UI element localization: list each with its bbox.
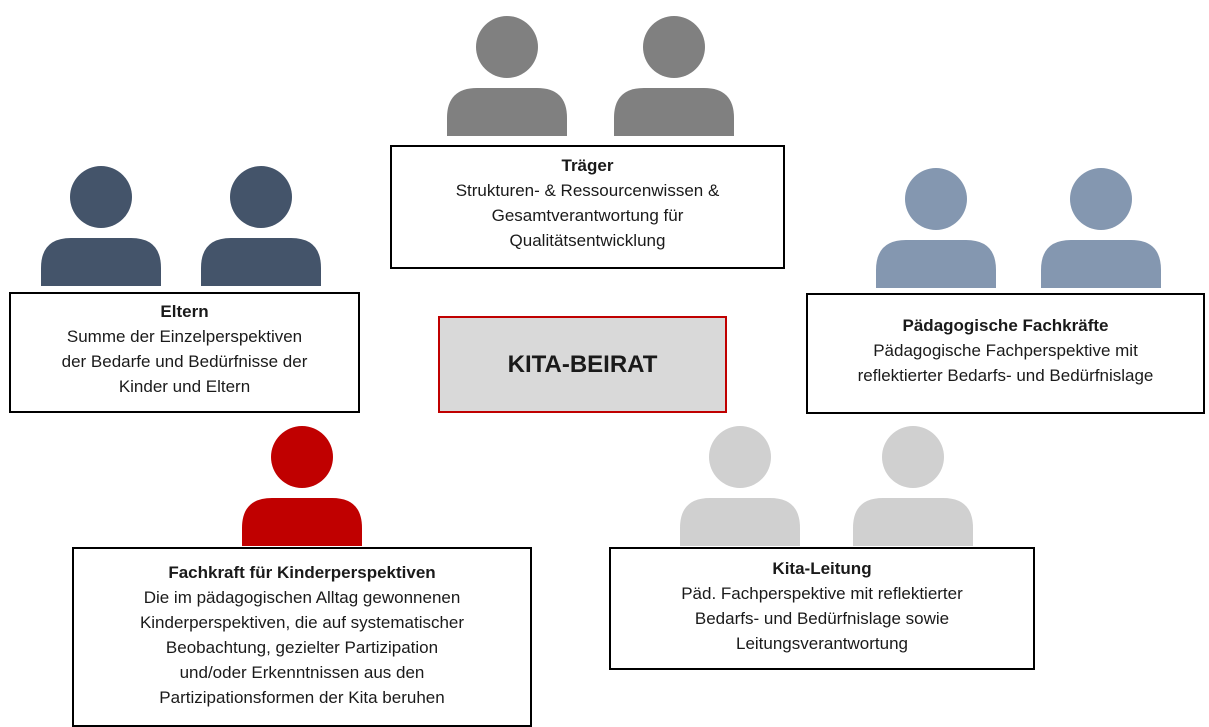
eltern-description: Summe der Einzelperspektiven der Bedarfe… xyxy=(61,327,308,396)
leitung-box: Kita-Leitung Päd. Fachperspektive mit re… xyxy=(609,547,1035,670)
traeger-description: Strukturen- & Ressourcenwissen & Gesamtv… xyxy=(455,181,720,250)
kinderperspektiven-box: Fachkraft für Kinderperspektiven Die im … xyxy=(72,547,532,727)
leitung-person-icon-2 xyxy=(853,424,973,546)
fachkraefte-person-icon-1 xyxy=(876,166,996,288)
fachkraefte-box: Pädagogische Fachkräfte Pädagogische Fac… xyxy=(806,293,1205,414)
eltern-person-icon-2 xyxy=(201,164,321,286)
kita-beirat-label: KITA-BEIRAT xyxy=(507,350,658,378)
fachkraefte-person-icon-2 xyxy=(1041,166,1161,288)
leitung-person-icon-1 xyxy=(680,424,800,546)
fachkraefte-title: Pädagogische Fachkräfte xyxy=(902,316,1109,335)
eltern-title: Eltern xyxy=(160,302,209,321)
traeger-person-icon-1 xyxy=(447,14,567,136)
fachkraefte-description: Pädagogische Fachperspektive mit reflekt… xyxy=(857,341,1154,385)
kita-beirat-center-box: KITA-BEIRAT xyxy=(438,316,727,413)
eltern-box: Eltern Summe der Einzelperspektiven der … xyxy=(9,292,360,413)
traeger-box: Träger Strukturen- & Ressourcenwissen & … xyxy=(390,145,785,269)
traeger-title: Träger xyxy=(561,156,614,175)
leitung-description: Päd. Fachperspektive mit reflektierter B… xyxy=(681,584,963,653)
kinderperspektiven-description: Die im pädagogischen Alltag gewonnenen K… xyxy=(139,588,465,707)
eltern-person-icon-1 xyxy=(41,164,161,286)
kinderperspektiven-title: Fachkraft für Kinderperspektiven xyxy=(168,563,436,582)
traeger-person-icon-2 xyxy=(614,14,734,136)
leitung-title: Kita-Leitung xyxy=(772,559,872,578)
kinderperspektiven-person-icon xyxy=(242,424,362,546)
